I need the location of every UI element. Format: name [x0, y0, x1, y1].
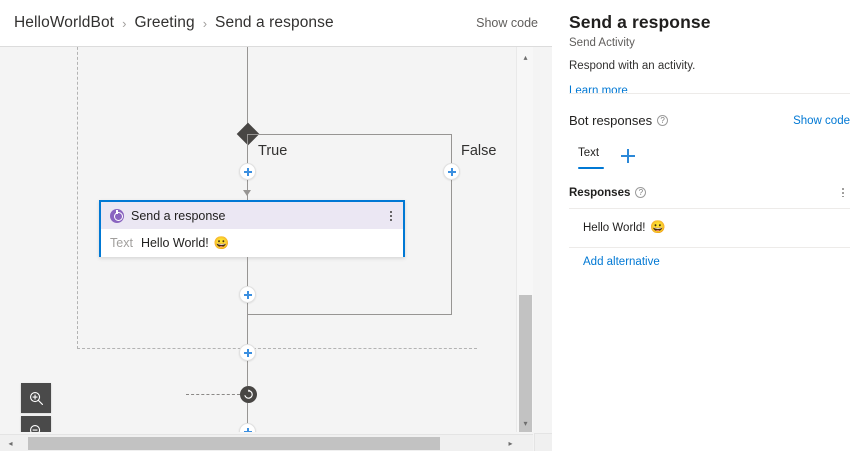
responses-section-header: Responses ? — [569, 185, 850, 200]
canvas-vertical-scrollbar[interactable]: ▴ ▾ — [516, 47, 533, 432]
response-type-tabs: Text — [569, 143, 639, 169]
zoom-in-button[interactable] — [21, 383, 51, 413]
response-item-text: Hello World! — [583, 221, 646, 234]
panel-title: Send a response — [569, 12, 711, 32]
send-response-node-card[interactable]: Send a response Text Hello World! 😀 — [99, 200, 405, 257]
panel-divider — [569, 93, 850, 94]
smiley-emoji-icon: 😀 — [650, 220, 666, 234]
connector-loop-to-end — [247, 403, 248, 432]
card-header: Send a response — [101, 202, 403, 229]
card-body: Text Hello World! 😀 — [101, 229, 403, 257]
horizontal-scrollbar-thumb[interactable] — [28, 437, 440, 450]
divider — [569, 208, 850, 209]
connector-top — [247, 47, 248, 126]
breadcrumb-separator-icon: › — [202, 15, 208, 31]
vertical-scrollbar-thumb[interactable] — [519, 295, 532, 432]
tab-active-indicator — [578, 166, 604, 169]
responses-label: Responses — [569, 186, 631, 199]
flow-canvas-container[interactable]: True False Send a response — [0, 46, 552, 451]
branch-label-true: True — [258, 143, 288, 159]
zoom-out-button[interactable] — [21, 416, 51, 432]
breadcrumb-item-dialog[interactable]: Greeting — [134, 14, 195, 31]
add-step-false-branch-button[interactable] — [443, 163, 460, 180]
learn-more-link[interactable]: Learn more — [569, 85, 628, 97]
add-response-type-icon[interactable] — [617, 145, 639, 167]
properties-panel: Send a response Send Activity Respond wi… — [553, 0, 850, 451]
bot-responses-section-header: Bot responses ? Show code — [569, 113, 850, 128]
scroll-down-arrow-icon[interactable]: ▾ — [523, 419, 528, 428]
breadcrumb-item-bot[interactable]: HelloWorldBot — [14, 14, 115, 31]
scrollbar-corner — [534, 433, 552, 451]
add-step-after-merge-button[interactable] — [239, 344, 256, 361]
card-field-value: Hello World! — [140, 236, 209, 250]
response-list-item[interactable]: Hello World! 😀 — [569, 208, 850, 247]
dialog-editor-pane: HelloWorldBot › Greeting › Send a respon… — [0, 0, 552, 451]
divider — [569, 247, 850, 248]
add-step-after-card-button[interactable] — [239, 286, 256, 303]
flow-canvas[interactable]: True False Send a response — [0, 47, 533, 432]
show-code-link-panel[interactable]: Show code — [793, 114, 850, 127]
scroll-up-arrow-icon[interactable]: ▴ — [523, 53, 528, 62]
send-response-icon — [110, 208, 124, 223]
trigger-boundary — [77, 47, 477, 349]
breadcrumb-separator-icon: › — [122, 15, 127, 31]
branch-label-false: False — [461, 143, 497, 159]
scroll-left-arrow-icon[interactable]: ◂ — [8, 439, 13, 448]
add-step-true-branch-button[interactable] — [239, 163, 256, 180]
add-step-before-end-button[interactable] — [239, 423, 256, 432]
info-icon[interactable]: ? — [635, 187, 647, 199]
connector-branch-split — [248, 134, 452, 135]
info-icon[interactable]: ? — [657, 115, 669, 126]
connector-false-branch — [451, 134, 452, 314]
tab-text-label: Text — [578, 147, 600, 159]
canvas-horizontal-scrollbar[interactable]: ◂ ▸ — [0, 434, 533, 451]
card-more-options-icon[interactable] — [387, 208, 395, 224]
smiley-emoji-icon: 😀 — [213, 235, 230, 250]
connector-merge — [247, 314, 452, 315]
card-title: Send a response — [131, 208, 226, 223]
connector-loop-back — [186, 394, 240, 395]
tab-text[interactable]: Text — [569, 143, 608, 169]
connector-card-to-merge — [247, 257, 248, 314]
panel-description: Respond with an activity. — [569, 60, 696, 72]
bot-responses-label: Bot responses — [569, 113, 653, 128]
add-alternative-link[interactable]: Add alternative — [583, 256, 660, 268]
arrowhead-into-card — [243, 190, 251, 196]
loop-node-icon[interactable] — [240, 386, 257, 403]
breadcrumb-item-current[interactable]: Send a response — [215, 14, 334, 31]
scroll-right-arrow-icon[interactable]: ▸ — [508, 439, 513, 448]
panel-subtitle: Send Activity — [569, 37, 635, 49]
canvas-zoom-controls — [21, 383, 51, 432]
responses-more-options-icon[interactable] — [836, 185, 850, 200]
card-field-key: Text — [110, 236, 133, 250]
show-code-link-editor[interactable]: Show code — [476, 16, 538, 30]
breadcrumb: HelloWorldBot › Greeting › Send a respon… — [0, 0, 552, 46]
